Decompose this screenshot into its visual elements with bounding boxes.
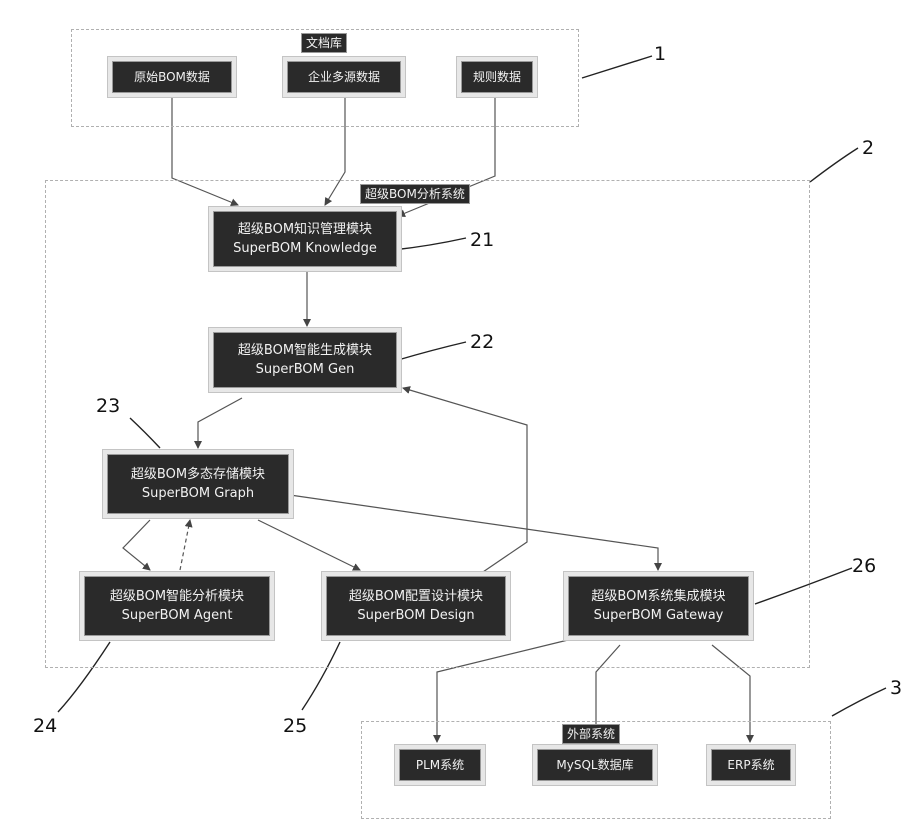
knowledge-module: 超级BOM知识管理模块 SuperBOM Knowledge: [208, 206, 402, 272]
gateway-module: 超级BOM系统集成模块 SuperBOM Gateway: [563, 571, 754, 641]
gen-module-en: SuperBOM Gen: [256, 360, 355, 379]
gateway-module-en: SuperBOM Gateway: [594, 606, 724, 625]
knowledge-module-cn: 超级BOM知识管理模块: [238, 220, 372, 239]
rules-data-node: 规则数据: [456, 56, 538, 98]
document-library-title: 文档库: [301, 33, 347, 53]
graph-module-en: SuperBOM Graph: [142, 484, 254, 503]
plm-system-node: PLM系统: [394, 744, 486, 786]
erp-system-node: ERP系统: [706, 744, 796, 786]
erp-system-label: ERP系统: [727, 756, 774, 775]
leader-1: [582, 56, 652, 78]
gen-module: 超级BOM智能生成模块 SuperBOM Gen: [208, 327, 402, 393]
ref-label-2: 2: [862, 138, 874, 158]
ref-label-21: 21: [470, 230, 494, 250]
gen-module-cn: 超级BOM智能生成模块: [238, 341, 372, 360]
raw-bom-data-label: 原始BOM数据: [134, 68, 210, 87]
agent-module: 超级BOM智能分析模块 SuperBOM Agent: [79, 571, 275, 641]
ref-label-22: 22: [470, 332, 494, 352]
ref-label-26: 26: [852, 556, 876, 576]
agent-module-en: SuperBOM Agent: [122, 606, 233, 625]
ref-label-25: 25: [283, 716, 307, 736]
gateway-module-cn: 超级BOM系统集成模块: [591, 587, 725, 606]
external-systems-title: 外部系统: [562, 724, 620, 744]
design-module-en: SuperBOM Design: [357, 606, 474, 625]
design-module-cn: 超级BOM配置设计模块: [349, 587, 483, 606]
leader-2: [810, 148, 858, 182]
enterprise-data-label: 企业多源数据: [308, 68, 380, 87]
ref-label-3: 3: [890, 678, 902, 698]
mysql-database-node: MySQL数据库: [532, 744, 658, 786]
ref-label-24: 24: [33, 716, 57, 736]
mysql-database-label: MySQL数据库: [556, 756, 633, 775]
graph-module: 超级BOM多态存储模块 SuperBOM Graph: [102, 449, 294, 519]
leader-3: [832, 688, 886, 716]
enterprise-data-node: 企业多源数据: [282, 56, 406, 98]
agent-module-cn: 超级BOM智能分析模块: [110, 587, 244, 606]
rules-data-label: 规则数据: [473, 68, 521, 87]
superbom-system-title: 超级BOM分析系统: [360, 184, 470, 204]
ref-label-1: 1: [654, 44, 666, 64]
ref-label-23: 23: [96, 396, 120, 416]
raw-bom-data-node: 原始BOM数据: [107, 56, 237, 98]
design-module: 超级BOM配置设计模块 SuperBOM Design: [321, 571, 511, 641]
knowledge-module-en: SuperBOM Knowledge: [233, 239, 377, 258]
plm-system-label: PLM系统: [416, 756, 464, 775]
graph-module-cn: 超级BOM多态存储模块: [131, 465, 265, 484]
